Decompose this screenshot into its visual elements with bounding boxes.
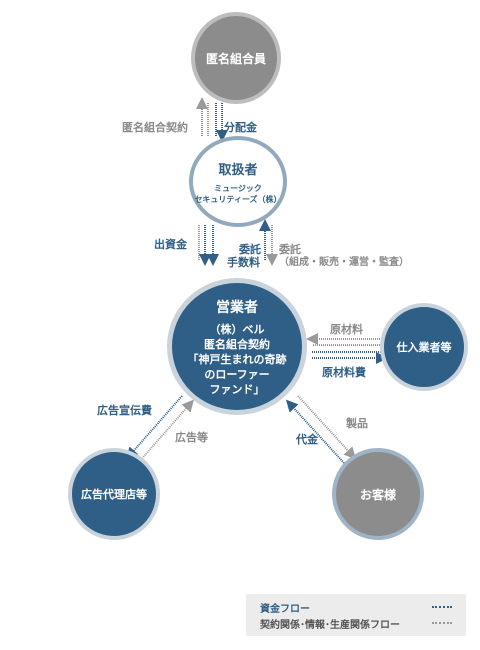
label-payment: 代金 (296, 433, 318, 446)
label-materials-cost: 原材料費 (322, 366, 366, 379)
legend-contract-line (432, 622, 452, 624)
legend: 資金フロー 契約関係･情報･生産関係フロー (246, 594, 466, 636)
label-contract: 匿名組合契約 (122, 121, 188, 134)
node-operator: 営業者 （株）ベル 匿名組合契約 「神戸生まれの奇跡 のローファー ファンド」 (167, 278, 307, 415)
node-agency-label: 広告代理店等 (81, 488, 147, 501)
node-operator-line1: （株）ベル (209, 322, 265, 336)
label-commission-2: 手数料 (227, 256, 260, 269)
label-investment: 出資金 (154, 238, 187, 251)
node-handler-sub2: セキュリティーズ（株） (194, 194, 282, 204)
node-handler-title: 取扱者 (218, 162, 258, 178)
line-products (297, 395, 357, 460)
node-suppliers: 仕入業者等 (380, 303, 468, 391)
node-investors: 匿名組合員 (191, 12, 281, 104)
node-operator-line5: ファンド」 (209, 382, 265, 396)
label-materials: 原材料 (330, 323, 363, 336)
line-payment (285, 399, 345, 464)
node-handler: 取扱者 ミュージック セキュリティーズ（株） (189, 136, 287, 227)
legend-contract-flow: 契約関係･情報･生産関係フロー (260, 620, 400, 631)
node-operator-title: 営業者 (216, 299, 258, 316)
label-distribution: 分配金 (224, 121, 257, 134)
label-ad-cost: 広告宣伝費 (97, 404, 152, 417)
legend-money-line (432, 606, 452, 608)
node-operator-line3: 「神戸生まれの奇跡 (187, 352, 287, 366)
legend-money-flow: 資金フロー (260, 604, 310, 615)
label-products: 製品 (346, 417, 368, 430)
label-ads: 広告等 (175, 431, 208, 444)
node-suppliers-label: 仕入業者等 (396, 341, 452, 354)
node-customers-label: お客様 (359, 487, 396, 502)
label-entrust-2: （組成・販売・運営・監査） (279, 257, 409, 268)
node-handler-sub1: ミュージック (214, 183, 262, 193)
node-investors-label: 匿名組合員 (205, 51, 266, 66)
node-operator-line2: 匿名組合契約 (204, 337, 270, 351)
node-agency: 広告代理店等 (68, 448, 160, 540)
node-operator-line4: のローファー (204, 367, 270, 381)
label-commission-1: 委託 (239, 243, 261, 256)
label-entrust-1: 委託 (279, 243, 301, 256)
node-customers: お客様 (332, 448, 424, 540)
